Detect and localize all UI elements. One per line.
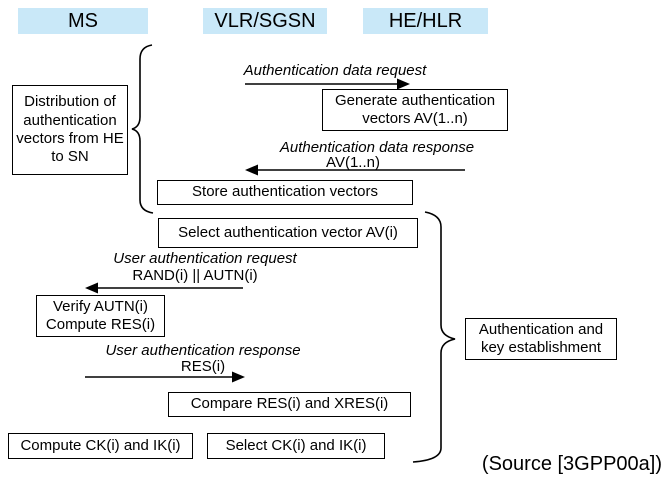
box-verify-autn-compute-res: Verify AUTN(i) Compute RES(i) [36,295,165,337]
box-generate-auth-vectors: Generate authentication vectors AV(1..n) [322,89,508,131]
entity-label-ms: MS [68,9,98,32]
verify-autn-line: Verify AUTN(i) [52,297,148,315]
message-sublabel-rand-autn: RAND(i) || AUTN(i) [132,267,258,284]
arrow-auth-data-request-head-icon [397,78,410,90]
entity-header-ms: MS [18,8,148,34]
box-store-auth-vectors: Store authentication vectors [157,180,413,205]
arrow-auth-data-response-head-icon [245,164,258,176]
right-brace-auth-key-phase [412,211,456,463]
message-sublabel-av-1-n: AV(1..n) [326,154,380,171]
message-label-user-auth-response: User authentication response [105,342,301,359]
compute-res-line: Compute RES(i) [45,316,156,333]
entity-header-vlr-sgsn: VLR/SGSN [203,8,327,34]
left-brace-distribution-phase [131,44,154,214]
box-compute-ck-ik: Compute CK(i) and IK(i) [8,433,193,459]
source-citation: (Source [3GPP00a]) [481,453,662,475]
entity-header-he-hlr: HE/HLR [363,8,488,34]
message-label-user-auth-request: User authentication request [113,250,297,267]
box-select-ck-ik: Select CK(i) and IK(i) [207,433,385,459]
entity-label-he-hlr: HE/HLR [388,9,463,32]
arrow-user-auth-request-head-icon [85,282,98,294]
entity-label-vlr-sgsn: VLR/SGSN [214,9,316,32]
box-distribution-of-auth-vectors: Distribution of authentication vectors f… [12,85,128,175]
message-label-auth-data-request: Authentication data request [243,62,427,79]
message-sublabel-res: RES(i) [180,358,226,375]
message-label-auth-data-response: Authentication data response [279,139,475,156]
box-select-auth-vector: Select authentication vector AV(i) [158,218,418,248]
arrow-user-auth-response-head-icon [232,371,245,383]
box-authentication-and-key-establishment: Authentication and key establishment [465,318,617,360]
box-compare-res-xres: Compare RES(i) and XRES(i) [168,392,411,417]
